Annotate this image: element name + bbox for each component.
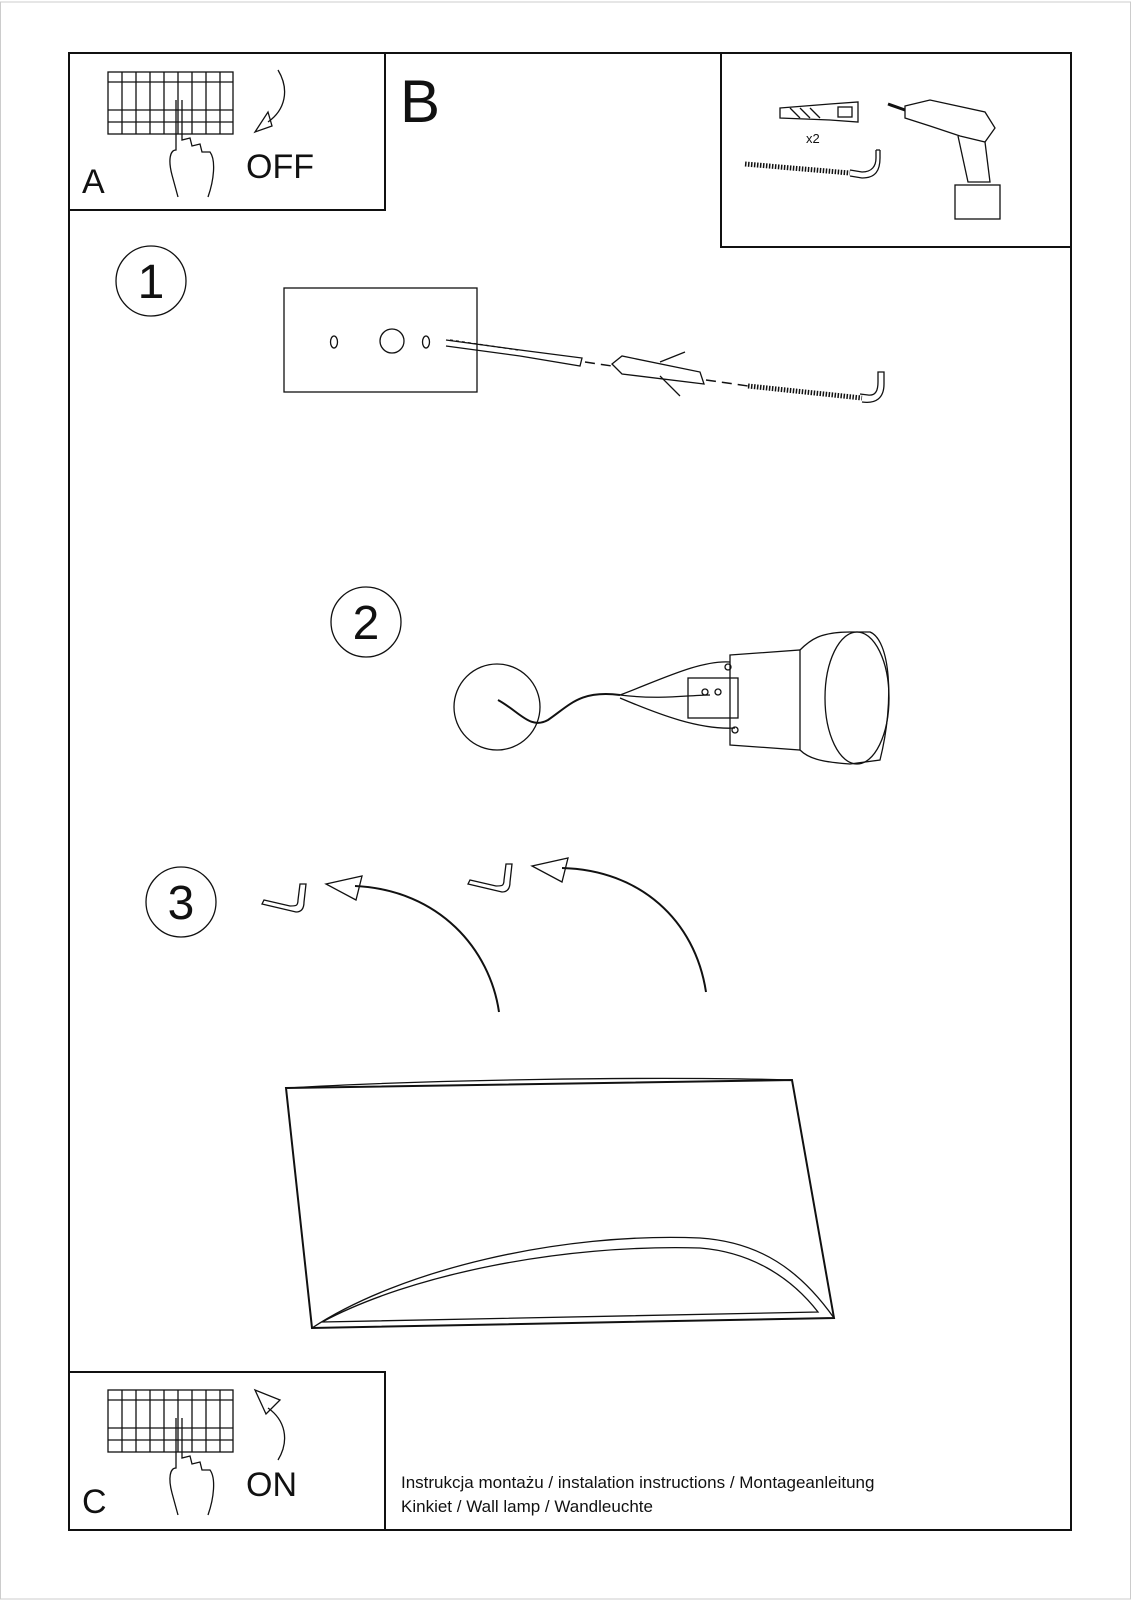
panel-a-letter: A	[82, 163, 105, 201]
step-2-number: 2	[353, 597, 380, 650]
panel-c-letter: C	[82, 1483, 107, 1521]
cable-hole	[379, 328, 405, 354]
quantity-label: x2	[806, 131, 820, 146]
wall-plug-icon	[779, 101, 859, 123]
drill-bit-icon	[445, 339, 583, 367]
hook-icon	[261, 883, 307, 913]
mount-arrow	[561, 867, 707, 993]
fuse-box-icon	[107, 71, 234, 135]
drill-icon	[887, 99, 1001, 220]
mount-arrow	[354, 885, 500, 1013]
hand-icon	[169, 100, 215, 198]
step-2: 2	[330, 586, 890, 765]
off-label: OFF	[246, 148, 314, 186]
keyhole-slot	[421, 335, 431, 349]
hand-icon	[169, 1418, 215, 1516]
keyhole-slot	[329, 335, 339, 349]
panel-a-power-off: A OFF	[68, 52, 386, 211]
step-1: 1	[115, 245, 885, 404]
hook-icon	[467, 863, 513, 893]
step-1-number: 1	[138, 256, 165, 309]
on-label: ON	[246, 1466, 297, 1504]
panel-c-power-on: C ON	[68, 1371, 386, 1531]
fuse-box-icon	[107, 1389, 234, 1453]
main-frame	[68, 52, 1072, 1531]
hook-screw-icon	[747, 371, 885, 404]
footer-title: Instrukcja montażu / instalation instruc…	[401, 1473, 874, 1492]
panel-b-letter: B	[400, 68, 440, 135]
arrow-up-icon	[253, 1388, 286, 1461]
lamp-shade	[284, 1077, 836, 1330]
lamp-socket	[687, 631, 890, 765]
hook-screw-icon	[744, 149, 881, 179]
power-cable	[497, 693, 621, 724]
step-3-number: 3	[168, 877, 195, 930]
arrow-down-icon	[253, 69, 286, 134]
wall-plug-icon	[611, 351, 705, 397]
footer-subtitle: Kinkiet / Wall lamp / Wandleuchte	[401, 1497, 653, 1516]
step-3: 3	[145, 857, 836, 1330]
wall-box	[453, 663, 541, 751]
wall-plate	[283, 287, 478, 393]
tools-panel: x2	[720, 52, 1072, 248]
